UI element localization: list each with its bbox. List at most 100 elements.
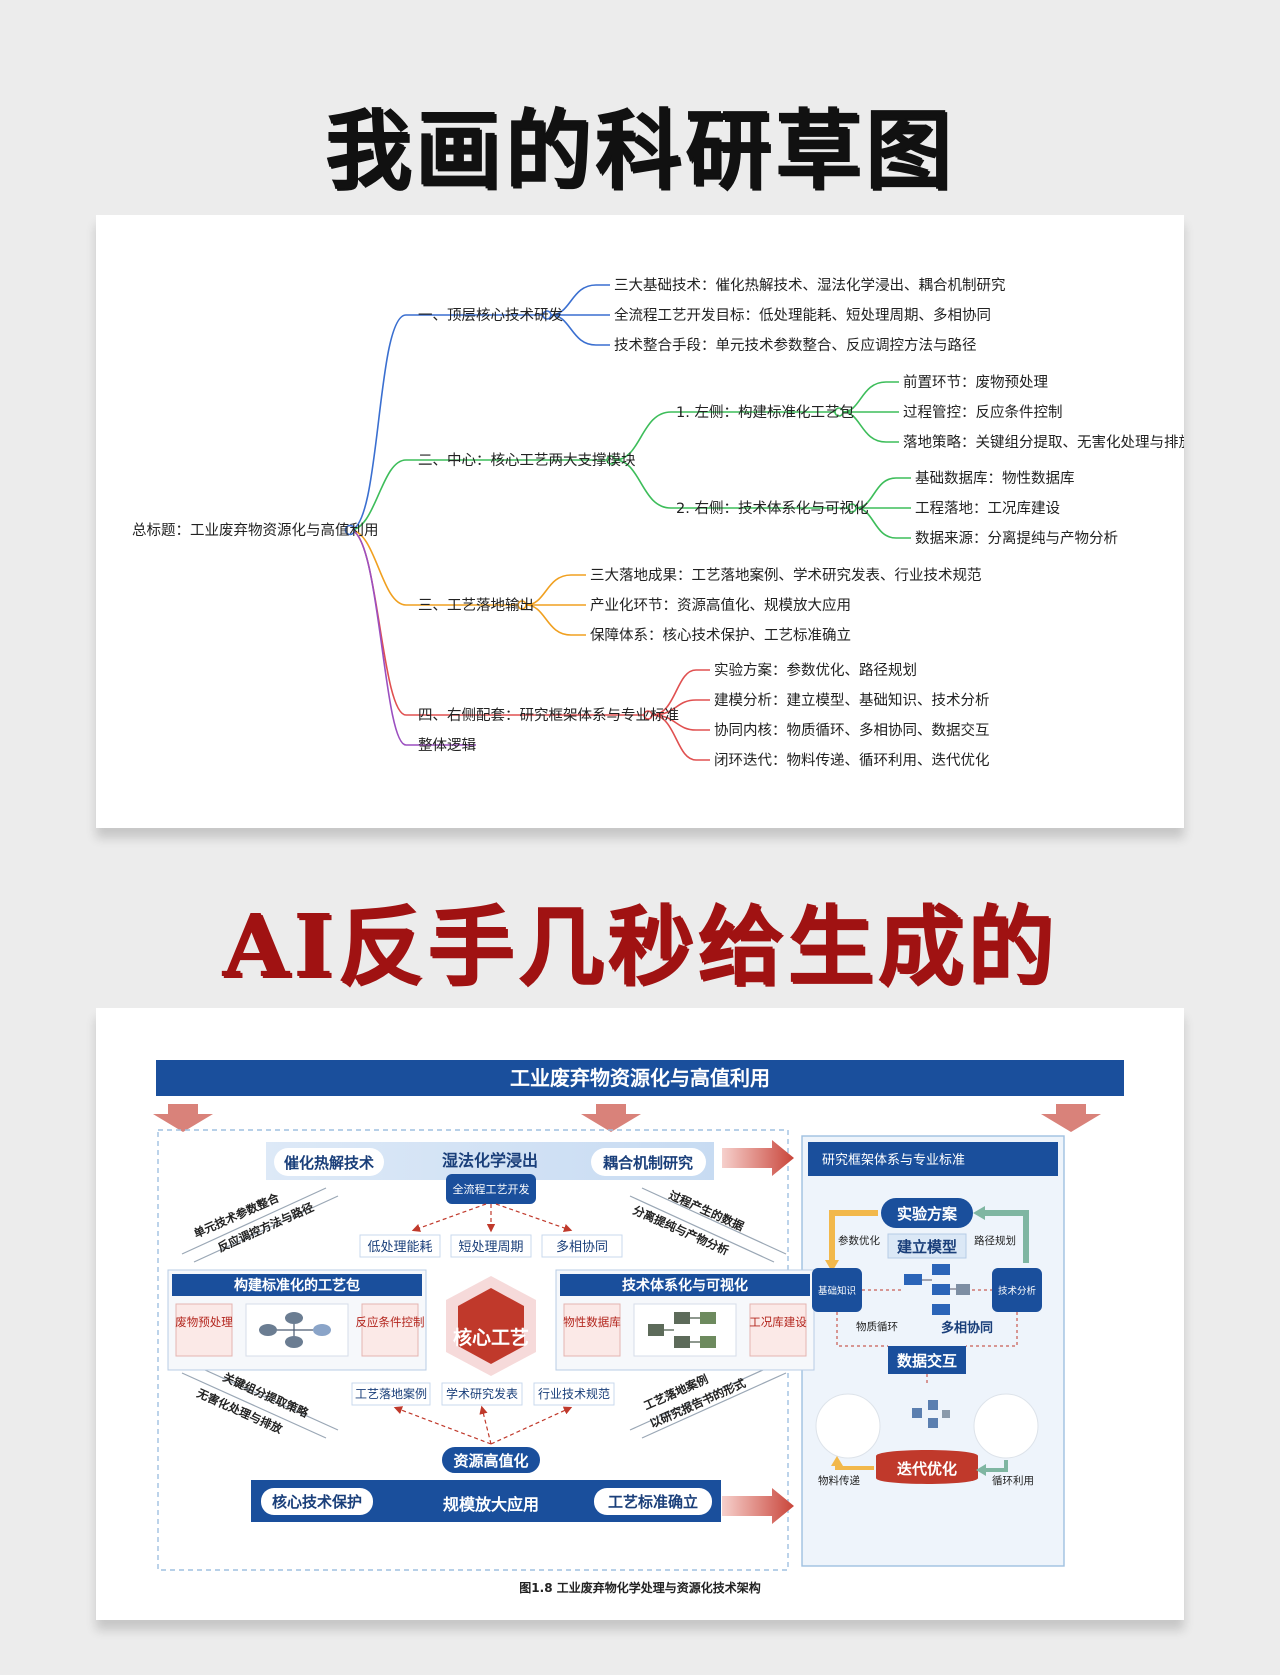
mindmap-b2s1-leaf-3: 落地策略：关键组分提取、无害化处理与排放: [903, 434, 1184, 451]
basic-knowledge-label: 基础知识: [818, 1285, 856, 1297]
mindmap-b4-leaf-2: 建模分析：建立模型、基础知识、技术分析: [714, 692, 990, 709]
mindmap-b3-leaf-3: 保障体系：核心技术保护、工艺标准确立: [590, 626, 851, 644]
bottom-pill-right-label: 工艺标准确立: [608, 1493, 698, 1511]
mindmap-b1-leaf-2: 全流程工艺开发目标：低处理能耗、短处理周期、多相协同: [614, 306, 991, 324]
data-exchange-label: 数据交互: [897, 1352, 957, 1370]
tech-pill-left-label: 催化热解技术: [284, 1154, 374, 1172]
mindmap-b3-leaf-2: 产业化环节：资源高值化、规模放大应用: [590, 596, 851, 614]
tech-pill-left: [274, 1148, 384, 1176]
mindmap-b2s1-leaf-2: 过程管控：反应条件控制: [903, 403, 1063, 421]
output-case: 工艺落地案例: [355, 1386, 427, 1401]
core-hexagon: [458, 1288, 524, 1364]
framework-title-bar: [808, 1142, 1058, 1176]
tech-analysis-node: [992, 1268, 1042, 1312]
arrow-to-framework-bottom: [722, 1488, 794, 1524]
basic-knowledge-node: [812, 1268, 862, 1312]
headline-bottom: AI反手几秒给生成的: [222, 896, 1058, 997]
arrow-recycle: [980, 1460, 1008, 1472]
edge-root-b4: [349, 529, 644, 716]
edge-root-b2: [349, 459, 607, 531]
iteration-node: [876, 1450, 978, 1484]
bottom-center-label: 规模放大应用: [443, 1495, 539, 1514]
mindmap-branch-1: 一、顶层核心技术研发: [418, 307, 563, 324]
left-module-item-a: [175, 1303, 233, 1357]
diagram-card: 工业废弃物资源化与高值利用 催化热解技术 湿法化学浸出 耦合机制研究 全流程工艺…: [96, 1008, 1184, 1620]
mindmap-b4-leaf-1: 实验方案：参数优化、路径规划: [714, 661, 917, 679]
mindmap-branch-3: 三、工艺落地输出: [418, 597, 534, 614]
mindmap-b4-leaf-3: 协同内核：物质循环、多相协同、数据交互: [714, 721, 990, 739]
edge-root-b3: [349, 529, 518, 606]
mindmap-b2s2-leaf-3: 数据来源：分离提纯与产物分析: [915, 530, 1118, 547]
mindmap: 总标题：工业废弃物资源化与高值利用 一、顶层核心技术研发 三大基础技术：催化热解…: [132, 277, 1193, 769]
diagram-title-bar: [156, 1060, 1124, 1096]
right-module-flow-icon: [633, 1303, 737, 1357]
left-module-title: 构建标准化的工艺包: [234, 1277, 360, 1294]
process-badge-label: 全流程工艺开发: [453, 1182, 530, 1196]
framework-title: 研究框架体系与专业标准: [822, 1153, 965, 1168]
mindmap-b2s1-leaf-1: 前置环节：废物预处理: [903, 374, 1048, 391]
mindmap-b2-sub-1: 1. 左侧：构建标准化工艺包: [676, 404, 854, 421]
output-publication: 学术研究发表: [446, 1386, 518, 1401]
material-cycle-label: 物质循环: [856, 1320, 898, 1333]
bottom-pill-left: [261, 1488, 373, 1515]
process-badge: [446, 1174, 536, 1204]
tech-pill-right-label: 耦合机制研究: [603, 1154, 693, 1172]
mindmap-b2-sub-2: 2. 右侧：技术体系化与可视化: [676, 500, 868, 517]
mindmap-b3-leaf-1: 三大落地成果：工艺落地案例、学术研究发表、行业技术规范: [590, 566, 982, 584]
output-standard: 行业技术规范: [538, 1386, 610, 1401]
recycle-label: 循环利用: [992, 1474, 1034, 1487]
material-sphere-left: [815, 1393, 881, 1459]
mindmap-b1-leaf-3: 技术整合手段：单元技术参数整合、反应调控方法与路径: [614, 336, 977, 354]
right-module-title: 技术体系化与可视化: [622, 1277, 748, 1294]
architecture-diagram: 工业废弃物资源化与高值利用 催化热解技术 湿法化学浸出 耦合机制研究 全流程工艺…: [153, 1060, 1124, 1595]
edge-root-b5: [349, 529, 476, 746]
mindmap-root: 总标题：工业废弃物资源化与高值利用: [132, 522, 379, 539]
model-node: [887, 1233, 967, 1259]
model-label: 建立模型: [897, 1238, 957, 1256]
arrow-param: [829, 1210, 878, 1263]
edge-root-b1: [349, 314, 543, 531]
mindmap-branch-5: 整体逻辑: [418, 737, 476, 754]
bottom-pill-right: [594, 1488, 712, 1515]
headline-top: 我画的科研草图: [325, 100, 955, 201]
left-module-item-b-label: 反应条件控制: [356, 1315, 425, 1329]
iteration-label: 迭代优化: [897, 1460, 957, 1478]
diagram-title: 工业废弃物资源化与高值利用: [510, 1066, 770, 1090]
right-module-item-a: [563, 1303, 621, 1357]
target-multiphase: 多相协同: [556, 1239, 608, 1255]
down-arrow-center: [581, 1104, 641, 1132]
right-module-item-a-label: 物性数据库: [563, 1315, 621, 1329]
value-badge: [440, 1445, 542, 1475]
mindmap-b2s2-leaf-1: 基础数据库：物性数据库: [915, 470, 1075, 487]
target-low-energy: 低处理能耗: [367, 1240, 432, 1255]
iteration-cluster-icon: [912, 1400, 950, 1428]
model-cluster-icon: [904, 1264, 970, 1315]
down-arrow-left: [153, 1104, 213, 1132]
data-exchange-node: [888, 1346, 966, 1374]
arrow-path: [982, 1210, 1029, 1263]
tech-center-label: 湿法化学浸出: [441, 1151, 538, 1170]
mindmap-branch-4: 四、右侧配套：研究框架体系与专业标准: [418, 707, 679, 724]
multi-phase-label: 多相协同: [941, 1320, 993, 1336]
mindmap-b1-leaf-1: 三大基础技术：催化热解技术、湿法化学浸出、耦合机制研究: [614, 277, 1006, 294]
experiment-node: [881, 1198, 973, 1228]
tech-analysis-label: 技术分析: [998, 1285, 1037, 1297]
value-badge-label: 资源高值化: [453, 1452, 528, 1470]
path-plan-label: 路径规划: [974, 1234, 1016, 1247]
target-short-cycle: 短处理周期: [458, 1240, 523, 1255]
mindmap-card: 总标题：工业废弃物资源化与高值利用 一、顶层核心技术研发 三大基础技术：催化热解…: [96, 215, 1193, 828]
bottom-pill-left-label: 核心技术保护: [272, 1493, 362, 1511]
right-module-item-b: [749, 1303, 807, 1357]
left-module-item-a-label: 废物预处理: [175, 1315, 233, 1329]
mindmap-b2s2-leaf-2: 工程落地：工况库建设: [915, 500, 1060, 517]
left-module-flow-icon: [245, 1303, 349, 1357]
mindmap-branch-2: 二、中心：核心工艺两大支撑模块: [418, 452, 636, 469]
param-opt-label: 参数优化: [838, 1234, 880, 1247]
tech-pill-right: [591, 1148, 706, 1176]
arrow-to-framework-top: [722, 1140, 794, 1176]
left-module-item-b: [361, 1303, 419, 1357]
figure-caption: 图1.8 工业废弃物化学处理与资源化技术架构: [519, 1580, 760, 1595]
experiment-label: 实验方案: [897, 1205, 958, 1223]
core-label: 核心工艺: [453, 1326, 529, 1349]
mindmap-b4-leaf-4: 闭环迭代：物料传递、循环利用、迭代优化: [714, 752, 990, 769]
